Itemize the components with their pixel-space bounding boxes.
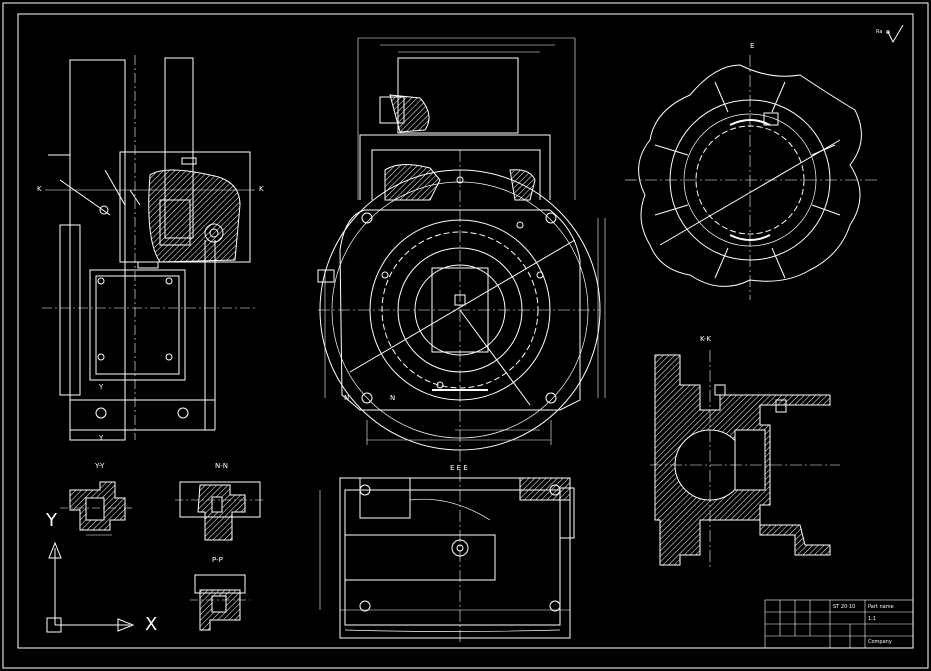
label-bottom-view: E E E [450,464,468,472]
ucs-y-label: Y [46,510,57,531]
y-y-section[interactable] [60,481,135,536]
inner-frame [17,13,914,649]
label-y-y: Y-Y [95,462,105,470]
label-k-k: K-K [700,335,711,343]
p-p-section[interactable] [190,574,250,631]
roughness-label: Ra [876,29,883,35]
bottom-view[interactable] [319,470,575,645]
k-k-section[interactable] [650,350,840,570]
left-side-view[interactable] [42,55,258,441]
title-block[interactable] [764,599,914,649]
n-n-section[interactable] [175,481,265,541]
title-block-company: Company [868,639,892,645]
roughness-symbol-icon [886,24,904,44]
cut-mark-n-right: N [390,394,396,402]
cut-mark-y-bottom: Y [99,434,104,442]
ucs-icon [46,541,135,633]
cut-mark-k-left: K [37,185,42,193]
e-view-flange[interactable] [625,55,880,300]
main-front-view[interactable] [317,37,606,465]
cut-mark-k-right: K [259,185,264,193]
title-block-part-name: Part name [868,604,894,610]
label-e-view: E [750,42,755,50]
ucs-x-label: X [145,614,158,635]
label-p-p: P-P [212,556,223,564]
title-block-drawing-no: ST 20-10 [833,604,856,610]
cut-mark-y: Y [99,383,104,391]
label-n-n: N-N [215,462,228,470]
title-block-scale: 1:1 [868,616,877,622]
cut-mark-n-left: N [344,394,350,402]
